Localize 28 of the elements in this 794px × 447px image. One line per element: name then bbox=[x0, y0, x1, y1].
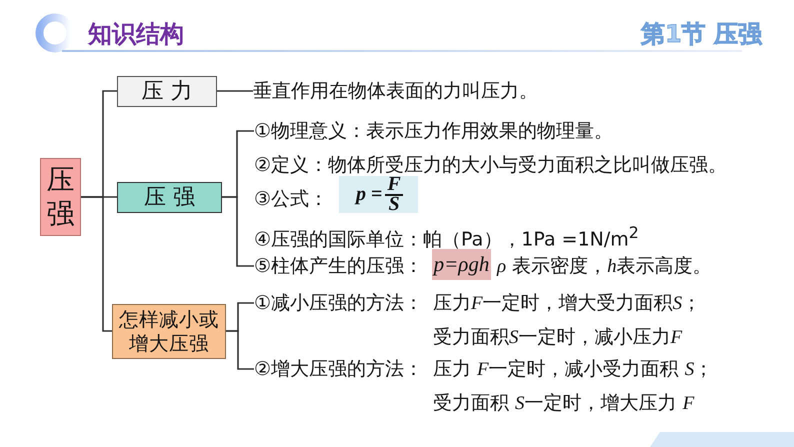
formula-box bbox=[339, 176, 418, 213]
item-text: ①减小压强的方法： bbox=[254, 292, 424, 314]
formula-text: S bbox=[387, 196, 401, 213]
topic-box: 压强 bbox=[40, 158, 81, 236]
connector-line bbox=[81, 196, 112, 332]
item-text: ⑤柱体产生的压强： bbox=[254, 255, 424, 277]
item-text: ②增大压强的方法： bbox=[254, 358, 424, 380]
concept-box: 压 力 bbox=[117, 76, 217, 107]
formula-text: F bbox=[387, 176, 401, 193]
connector-line bbox=[217, 90, 253, 92]
concept-box: 压 强 bbox=[117, 182, 222, 213]
method-text: 受力面积S一定时，减小压力F bbox=[433, 326, 682, 349]
connector-line bbox=[226, 330, 254, 370]
connector-line bbox=[222, 196, 254, 267]
definition-text: 垂直作用在物体表面的力叫压力。 bbox=[253, 80, 538, 102]
method-text: 压力F一定时，增大受力面积S； bbox=[433, 292, 702, 315]
formula-text: p = bbox=[356, 186, 382, 203]
concept-box: 怎样减小或增大压强 bbox=[112, 304, 226, 359]
item-text: ①物理意义：表示压力作用效果的物理量。 bbox=[254, 120, 614, 142]
item-text: ②定义：物体所受压力的大小与受力面积之比叫做压强。 bbox=[254, 154, 728, 176]
formula-box: p=ρgh bbox=[432, 249, 491, 280]
item-text: ④压强的国际单位：帕（Pa），1Pa =1N/m$^{2}$ bbox=[254, 222, 639, 250]
item-text: ③公式： bbox=[254, 188, 328, 210]
method-text: 受力面积 S一定时，增大压力 F bbox=[433, 392, 694, 415]
chapter-heading: 第1节 压强 bbox=[640, 19, 762, 49]
note-text: ρ 表示密度，h表示高度。 bbox=[497, 255, 712, 278]
section-title: 知识结构 bbox=[88, 19, 184, 49]
method-text: 压力 F一定时，减小受力面积 S； bbox=[433, 358, 714, 381]
